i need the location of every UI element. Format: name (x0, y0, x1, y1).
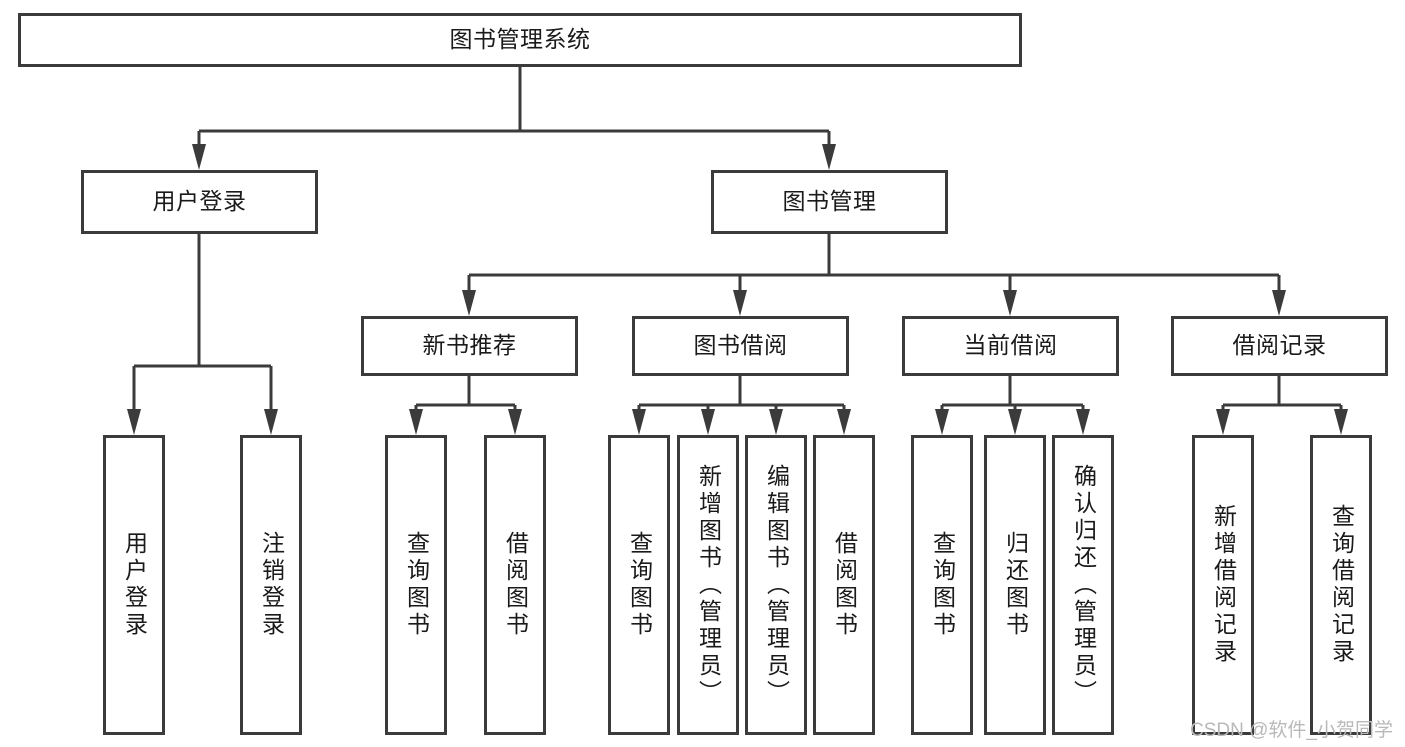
node-label: 编辑图书（管理员） (763, 463, 790, 707)
node-borrow-record[interactable]: 借阅记录 (1171, 316, 1388, 376)
node-label: 借阅记录 (1232, 332, 1327, 359)
node-label: 新增借阅记录 (1210, 504, 1237, 666)
node-label: 查询图书 (929, 531, 956, 639)
arrowhead-icon (769, 409, 783, 435)
arrowhead-icon (701, 409, 715, 435)
node-label: 查询借阅记录 (1328, 504, 1355, 666)
arrowhead-group (127, 144, 1348, 435)
node-leaf-user-login[interactable]: 用户登录 (103, 435, 165, 735)
node-label: 确认归还（管理员） (1070, 463, 1097, 707)
node-label: 注销登录 (258, 531, 285, 639)
node-label: 用户登录 (152, 188, 247, 215)
node-leaf-edit-book[interactable]: 编辑图书（管理员） (745, 435, 807, 735)
node-book-borrow[interactable]: 图书借阅 (632, 316, 849, 376)
arrowhead-icon (632, 409, 646, 435)
node-label: 查询图书 (403, 531, 430, 639)
node-leaf-query-book-3[interactable]: 查询图书 (911, 435, 973, 735)
node-label: 当前借阅 (963, 332, 1058, 359)
node-label: 图书管理系统 (449, 26, 591, 53)
arrowhead-icon (192, 144, 206, 170)
node-leaf-add-book[interactable]: 新增图书（管理员） (677, 435, 739, 735)
node-label: 归还图书 (1002, 531, 1029, 639)
arrowhead-icon (462, 290, 476, 316)
arrowhead-icon (1216, 409, 1230, 435)
node-user-login[interactable]: 用户登录 (81, 170, 318, 234)
node-label: 新增图书（管理员） (695, 463, 722, 707)
arrowhead-icon (1334, 409, 1348, 435)
arrowhead-icon (1008, 409, 1022, 435)
node-leaf-query-book-1[interactable]: 查询图书 (385, 435, 447, 735)
arrowhead-icon (409, 409, 423, 435)
node-current-borrow[interactable]: 当前借阅 (902, 316, 1119, 376)
node-root[interactable]: 图书管理系统 (18, 13, 1022, 67)
node-label: 借阅图书 (502, 531, 529, 639)
node-book-manage[interactable]: 图书管理 (711, 170, 948, 234)
node-new-book-recommend[interactable]: 新书推荐 (361, 316, 578, 376)
arrowhead-icon (837, 409, 851, 435)
arrowhead-icon (1076, 409, 1090, 435)
node-label: 用户登录 (121, 531, 148, 639)
node-label: 图书借阅 (693, 332, 788, 359)
arrowhead-icon (1003, 290, 1017, 316)
node-leaf-borrow-book-2[interactable]: 借阅图书 (813, 435, 875, 735)
node-leaf-borrow-book-1[interactable]: 借阅图书 (484, 435, 546, 735)
node-leaf-query-record[interactable]: 查询借阅记录 (1310, 435, 1372, 735)
node-label: 图书管理 (782, 188, 877, 215)
node-leaf-return-book[interactable]: 归还图书 (984, 435, 1046, 735)
arrowhead-icon (822, 144, 836, 170)
arrowhead-icon (733, 290, 747, 316)
arrowhead-icon (1272, 290, 1286, 316)
node-label: 新书推荐 (422, 332, 517, 359)
node-label: 借阅图书 (831, 531, 858, 639)
node-leaf-add-record[interactable]: 新增借阅记录 (1192, 435, 1254, 735)
node-leaf-query-book-2[interactable]: 查询图书 (608, 435, 670, 735)
arrowhead-icon (264, 409, 278, 435)
arrowhead-icon (127, 409, 141, 435)
arrowhead-icon (935, 409, 949, 435)
arrowhead-icon (508, 409, 522, 435)
node-leaf-confirm-return[interactable]: 确认归还（管理员） (1052, 435, 1114, 735)
node-label: 查询图书 (626, 531, 653, 639)
node-leaf-logout[interactable]: 注销登录 (240, 435, 302, 735)
